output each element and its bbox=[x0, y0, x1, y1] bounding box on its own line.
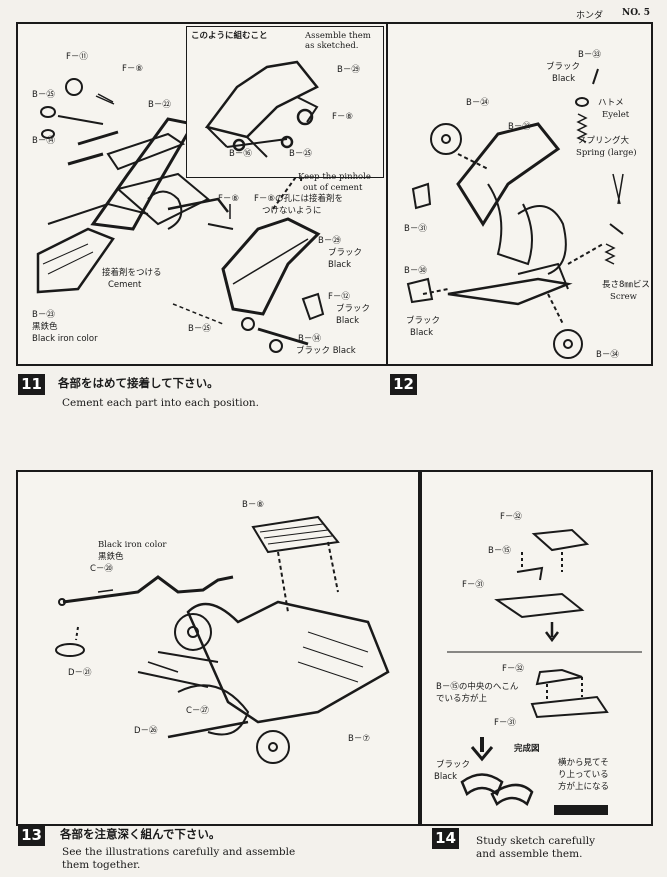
part-b25-label: B－㉕ bbox=[289, 149, 312, 159]
part-b7-label: B－⑦ bbox=[348, 734, 370, 744]
side-note-jp2: り上っている bbox=[558, 770, 609, 780]
step-14-caption-en2: and assemble them. bbox=[476, 848, 583, 860]
step-14-panel: F－㉜ B－⑮ F－㉛ F－㉜ B－⑮の中央のへこん でいる方が上 F－㉛ 完成… bbox=[420, 470, 653, 826]
part-c27-label: C－㉗ bbox=[186, 706, 209, 716]
step-11-caption-en: Cement each part into each position. bbox=[62, 397, 259, 409]
part-b32-label: B－㉜ bbox=[508, 122, 531, 132]
step-13-caption-en1: See the illustrations carefully and asse… bbox=[62, 846, 296, 858]
assembly-inset: このように組むこと Assemble them as sketched. B－㉙… bbox=[186, 26, 384, 178]
part-f8-label: F－⑧ bbox=[218, 194, 240, 204]
b33-black-en: Black bbox=[552, 74, 575, 84]
step-12-drawing bbox=[406, 68, 624, 359]
part-f31-label: F－㉛ bbox=[494, 718, 516, 728]
step-13-number: 13 bbox=[18, 825, 45, 846]
step-12-number: 12 bbox=[390, 374, 417, 395]
b33-black-jp: ブラック bbox=[546, 62, 581, 72]
black-iron-en: Black iron color bbox=[32, 334, 98, 344]
f12-black-en: Black bbox=[336, 316, 359, 326]
part-b29-label: B－㉙ bbox=[318, 236, 341, 246]
part-b15-label: B－⑮ bbox=[488, 546, 511, 556]
part-f11-label: F－⑪ bbox=[66, 52, 88, 62]
step-14-drawing bbox=[447, 528, 642, 815]
step-13-panel: Black iron color 黒鉄色 C－⑳ B－⑧ D－㉑ C－㉗ D－㉖… bbox=[16, 470, 420, 826]
completed-view-label: 完成図 bbox=[514, 744, 540, 754]
page-number: NO. 5 bbox=[622, 8, 651, 18]
assemble-label-en1: Assemble them bbox=[305, 31, 371, 41]
side-note-jp3: 方が上になる bbox=[558, 782, 610, 792]
step-14-caption-en1: Study sketch carefully bbox=[476, 835, 596, 847]
part-b16-label: B－⑯ bbox=[229, 149, 252, 159]
step-13-caption-en2: them together. bbox=[62, 859, 141, 871]
step-11-caption-jp: 各部をはめて接着して下さい。 bbox=[58, 376, 219, 390]
part-d26-label: D－㉖ bbox=[134, 726, 158, 736]
part-b30-label: B－㉚ bbox=[404, 266, 427, 276]
header-brand: ホンダ bbox=[576, 11, 604, 21]
b29-black-jp: ブラック bbox=[328, 248, 363, 258]
part-b29-label: B－㉙ bbox=[337, 65, 360, 75]
b29-black-en: Black bbox=[328, 260, 351, 270]
black-label-en: Black bbox=[434, 772, 457, 782]
eyelet-label-jp: ハトメ bbox=[598, 98, 624, 108]
step-14-number: 14 bbox=[432, 828, 459, 849]
part-b14-label: B－⑭ bbox=[298, 334, 321, 344]
screw-label-en: Screw bbox=[610, 292, 637, 302]
pinhole-label-en2: out of cement bbox=[303, 183, 363, 193]
part-d21-label: D－㉑ bbox=[68, 668, 92, 678]
spring-label-jp: スプリング大 bbox=[578, 136, 630, 146]
part-f8-label: F－⑧ bbox=[122, 64, 144, 74]
pinhole-label-en1: Keep the pinhole bbox=[298, 172, 371, 182]
assemble-label-en2: as sketched. bbox=[305, 41, 359, 51]
black-label-en: Black bbox=[410, 328, 433, 338]
step-12-panel: B－㉝ ブラック Black B－㉔ ハトメ Eyelet B－㉜ スプリング大… bbox=[386, 22, 653, 366]
pinhole-label-jp1: F－⑧の孔には接着剤を bbox=[254, 194, 344, 204]
part-f31-label: F－㉛ bbox=[462, 580, 484, 590]
cement-label-en: Cement bbox=[108, 280, 142, 290]
part-f32-label: F－㉜ bbox=[500, 512, 522, 522]
b15-note-jp2: でいる方が上 bbox=[436, 694, 488, 704]
part-b24-label: B－㉔ bbox=[466, 98, 489, 108]
part-c20-label: C－⑳ bbox=[90, 564, 113, 574]
f12-black-jp: ブラック bbox=[336, 304, 371, 314]
b15-note-jp1: B－⑮の中央のへこん bbox=[436, 682, 519, 692]
part-f8-label: F－⑧ bbox=[332, 112, 354, 122]
screw-label-jp: 長さ8㎜ビス bbox=[602, 280, 650, 290]
part-b22-label: B－㉒ bbox=[148, 100, 171, 110]
step-11-drawing bbox=[36, 78, 325, 353]
part-b33-label: B－㉝ bbox=[578, 50, 601, 60]
inset-drawing bbox=[204, 60, 319, 158]
side-note-jp1: 横から見てそ bbox=[558, 758, 609, 768]
spring-label-en: Spring (large) bbox=[576, 148, 637, 158]
eyelet-label-en: Eyelet bbox=[602, 110, 630, 120]
step-11-number: 11 bbox=[18, 374, 45, 395]
part-b23-label: B－㉓ bbox=[32, 310, 55, 320]
black-iron-label-en: Black iron color bbox=[98, 540, 167, 550]
step-13-drawing bbox=[55, 515, 390, 764]
black-iron-jp: 黒鉄色 bbox=[32, 322, 58, 332]
black-label-jp: ブラック bbox=[436, 760, 471, 770]
black-label-jp: ブラック bbox=[406, 316, 441, 326]
part-f12-label: F－⑫ bbox=[328, 292, 350, 302]
pinhole-label-jp2: つけないように bbox=[262, 206, 322, 216]
part-b31-label: B－㉛ bbox=[404, 224, 427, 234]
b14-black-label: ブラック Black bbox=[296, 346, 356, 356]
part-b34-label: B－㉞ bbox=[596, 350, 619, 360]
part-b8-label: B－⑧ bbox=[242, 500, 264, 510]
part-f32-label: F－㉜ bbox=[502, 664, 524, 674]
part-b25-label: B－㉕ bbox=[188, 324, 211, 334]
part-b14-label: B－⑭ bbox=[32, 136, 55, 146]
step-13-caption-jp: 各部を注意深く組んで下さい。 bbox=[60, 827, 221, 841]
part-b25-label: B－㉕ bbox=[32, 90, 55, 100]
black-iron-label-jp: 黒鉄色 bbox=[98, 552, 124, 562]
assemble-label-jp: このように組むこと bbox=[191, 31, 268, 41]
cement-label-jp: 接着剤をつける bbox=[102, 268, 162, 278]
step-11-panel: このように組むこと Assemble them as sketched. B－㉙… bbox=[16, 22, 388, 366]
